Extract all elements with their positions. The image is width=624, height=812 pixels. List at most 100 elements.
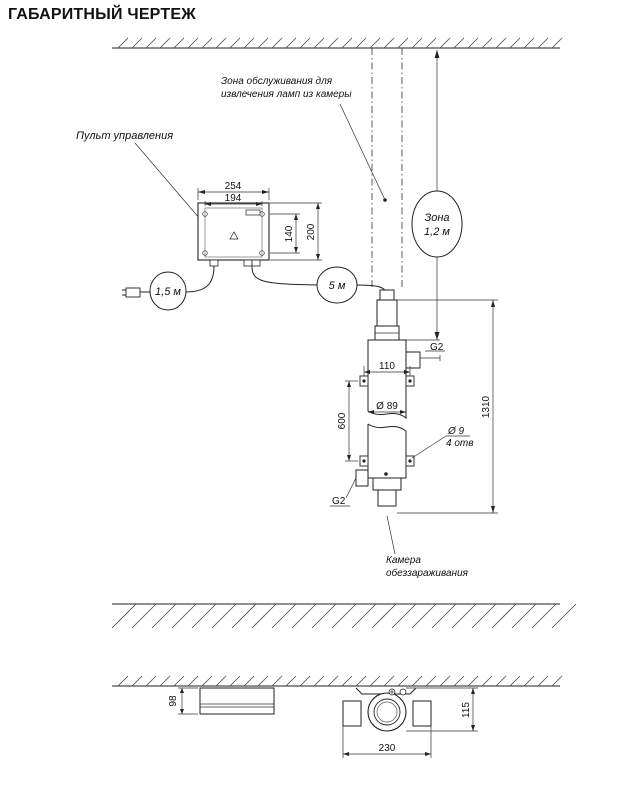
plug-icon xyxy=(125,287,141,298)
hatch-mark xyxy=(171,603,197,629)
zone-dimension xyxy=(405,50,463,341)
service-zone-label-1: Зона обслуживания для xyxy=(221,75,333,87)
hatch-mark xyxy=(271,675,283,687)
hatch-mark xyxy=(537,37,549,49)
hatch-mark xyxy=(341,675,353,687)
hatch-mark xyxy=(551,37,563,49)
control-panel-label: Пульт управления xyxy=(76,130,173,142)
hatch-mark xyxy=(331,603,357,629)
hatch-mark xyxy=(211,603,237,629)
hatch-mark xyxy=(371,603,397,629)
hatch-mark xyxy=(285,37,297,49)
dim-115: 115 xyxy=(461,702,472,718)
hatch-mark xyxy=(311,603,337,629)
hatch-mark xyxy=(509,675,521,687)
hatch-mark xyxy=(523,37,535,49)
zone-label-1: Зона xyxy=(424,212,449,224)
hatch-mark xyxy=(453,37,465,49)
hatch-mark xyxy=(425,675,437,687)
hatch-mark xyxy=(495,37,507,49)
chamber-label-2: обеззараживания xyxy=(386,567,469,579)
hatch-mark xyxy=(537,675,549,687)
hatch-mark xyxy=(411,603,437,629)
hatch-mark xyxy=(451,603,477,629)
hatch-mark xyxy=(355,675,367,687)
hatch-mark xyxy=(215,37,227,49)
hatch-mark xyxy=(243,37,255,49)
hatch-mark xyxy=(145,37,157,49)
hatch-mark xyxy=(191,603,217,629)
hatch-mark xyxy=(291,603,317,629)
hatch-mark xyxy=(467,37,479,49)
hatch-mark xyxy=(251,603,277,629)
hatch-mark xyxy=(111,603,137,629)
hatch-mark xyxy=(173,675,185,687)
hatch-mark xyxy=(453,675,465,687)
hatch-mark xyxy=(257,675,269,687)
control-panel xyxy=(197,202,270,267)
hatch-mark xyxy=(467,675,479,687)
plan-view xyxy=(112,675,563,758)
hatch-mark xyxy=(439,37,451,49)
hatch-mark xyxy=(351,603,377,629)
hatch-mark xyxy=(491,603,517,629)
uv-chamber xyxy=(345,289,441,507)
dim-g2-bottom: G2 xyxy=(332,496,346,507)
hatch-mark xyxy=(327,675,339,687)
warning-icon xyxy=(229,231,239,240)
hatch-mark xyxy=(187,37,199,49)
hatch-mark xyxy=(271,37,283,49)
hatch-mark xyxy=(383,675,395,687)
hatch-mark xyxy=(439,675,451,687)
hatch-mark xyxy=(201,675,213,687)
hatch-mark xyxy=(151,603,177,629)
hatch-mark xyxy=(481,37,493,49)
hatch-mark xyxy=(327,37,339,49)
hatch-mark xyxy=(411,675,423,687)
panel-dimensions xyxy=(197,188,322,261)
hatch-mark xyxy=(243,675,255,687)
hatch-mark xyxy=(159,675,171,687)
hatch-mark xyxy=(509,37,521,49)
hatch-mark xyxy=(531,603,557,629)
dim-230: 230 xyxy=(379,743,396,754)
hatch-mark xyxy=(369,675,381,687)
floor xyxy=(111,603,577,629)
cable-length-1-5: 1,5 м xyxy=(155,286,181,298)
hatch-mark xyxy=(299,37,311,49)
hatch-mark xyxy=(117,37,129,49)
dim-1310: 1310 xyxy=(481,395,492,418)
dim-98: 98 xyxy=(168,695,179,707)
hatch-mark xyxy=(551,603,577,629)
service-zone-lines xyxy=(339,48,403,290)
hatch-mark xyxy=(131,675,143,687)
hatch-mark xyxy=(187,675,199,687)
hatch-mark xyxy=(117,675,129,687)
dim-panel-200: 200 xyxy=(306,223,317,240)
hatch-mark xyxy=(131,603,157,629)
hatch-mark xyxy=(551,675,563,687)
hatch-mark xyxy=(215,675,227,687)
hatch-mark xyxy=(383,37,395,49)
hatch-mark xyxy=(231,603,257,629)
hatch-mark xyxy=(229,37,241,49)
cable-length-5: 5 м xyxy=(329,280,346,292)
hatch-mark xyxy=(481,675,493,687)
hatch-mark xyxy=(411,37,423,49)
hatch-mark xyxy=(369,37,381,49)
dim-panel-194: 194 xyxy=(225,193,242,204)
dim-panel-140: 140 xyxy=(284,225,295,242)
hatch-mark xyxy=(341,37,353,49)
dim-110: 110 xyxy=(379,361,395,372)
hatch-mark xyxy=(523,675,535,687)
hatch-mark xyxy=(391,603,417,629)
hatch-mark xyxy=(159,37,171,49)
hatch-mark xyxy=(425,37,437,49)
chamber-label-1: Камера xyxy=(386,555,421,566)
hatch-mark xyxy=(495,675,507,687)
hatch-mark xyxy=(201,37,213,49)
hatch-mark xyxy=(173,37,185,49)
dim-holes-diameter: Ø 9 xyxy=(447,426,465,437)
hatch-mark xyxy=(471,603,497,629)
dim-diameter-89: Ø 89 xyxy=(376,401,398,412)
